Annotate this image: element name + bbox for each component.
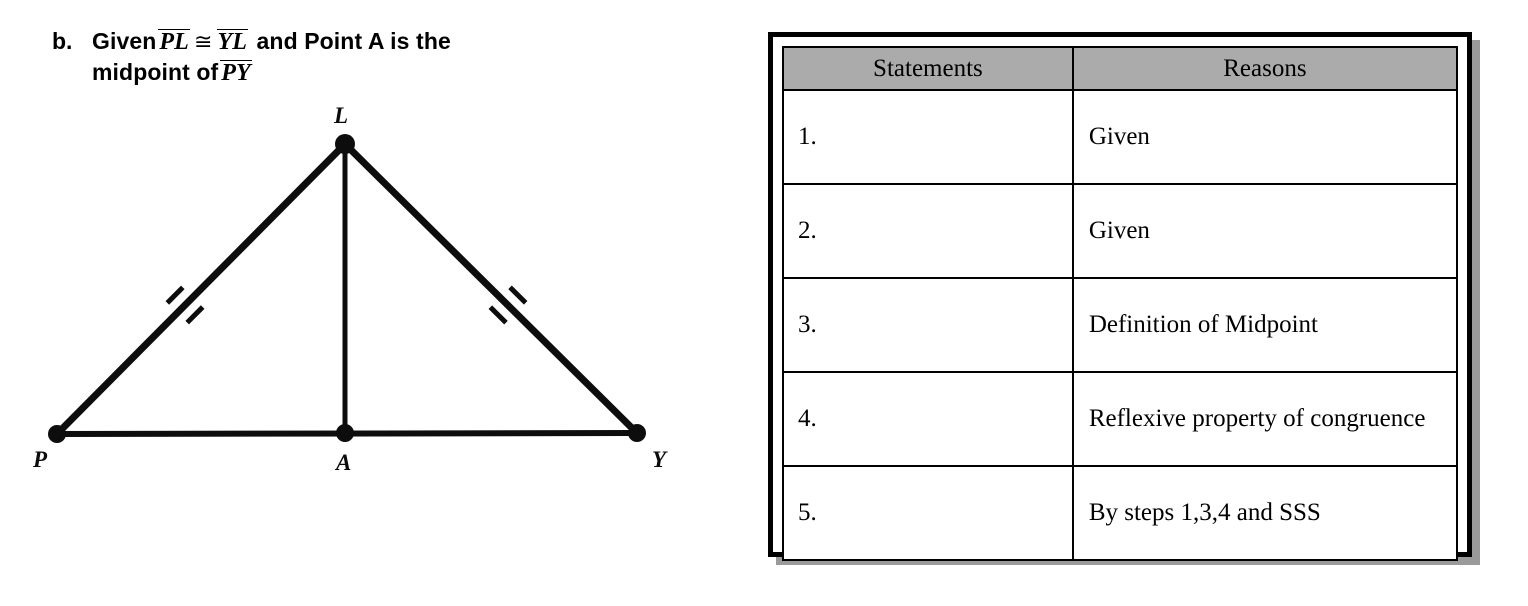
segment-LY [341, 140, 641, 437]
segment-label-py: PY [220, 60, 252, 86]
statement-cell-1[interactable]: 1. [782, 89, 1074, 185]
vertex-dot-L [335, 134, 355, 154]
vertex-label-A: A [334, 450, 351, 475]
statement-cell-2[interactable]: 2. [782, 183, 1074, 279]
proof-table: Statements Reasons 1. Given 2. Given 3. … [782, 46, 1459, 561]
header-reasons: Reasons [1071, 46, 1459, 91]
reason-cell-2[interactable]: Given [1071, 183, 1459, 279]
proof-table-frame: Statements Reasons 1. Given 2. Given 3. … [768, 32, 1472, 561]
vertex-label-P: P [32, 447, 48, 472]
table-row: 3. Definition of Midpoint [782, 277, 1459, 373]
reason-cell-4[interactable]: Reflexive property of congruence [1071, 371, 1459, 467]
problem-letter: b. [52, 28, 73, 54]
given-word: Given [92, 28, 157, 54]
header-statements: Statements [782, 46, 1074, 91]
table-row: 5. By steps 1,3,4 and SSS [782, 465, 1459, 561]
vertex-dot-Y [628, 424, 646, 442]
reason-cell-3[interactable]: Definition of Midpoint [1071, 277, 1459, 373]
problem-second-line-text: midpoint of [92, 59, 219, 85]
table-row: 2. Given [782, 183, 1459, 279]
segment-label-pl: PL [158, 29, 190, 55]
congruence-symbol: ≅ [193, 29, 213, 54]
reason-cell-5[interactable]: By steps 1,3,4 and SSS [1071, 465, 1459, 561]
table-header-row: Statements Reasons [782, 46, 1459, 91]
reason-cell-1[interactable]: Given [1071, 89, 1459, 185]
vertex-dot-A [336, 424, 354, 442]
table-row: 4. Reflexive property of congruence [782, 371, 1459, 467]
statement-cell-3[interactable]: 3. [782, 277, 1074, 373]
statement-cell-5[interactable]: 5. [782, 465, 1074, 561]
proof-table-body: 1. Given 2. Given 3. Definition of Midpo… [782, 89, 1459, 561]
table-row: 1. Given [782, 89, 1459, 185]
vertex-label-L: L [333, 103, 348, 128]
segment-PL [53, 140, 349, 438]
vertex-dot-P [48, 425, 66, 443]
statement-cell-4[interactable]: 4. [782, 371, 1074, 467]
triangle-diagram-svg: P L Y A [32, 103, 668, 475]
triangle-figure: P L Y A [0, 95, 720, 495]
vertex-label-Y: Y [652, 447, 668, 472]
tick-marks-PL [165, 285, 205, 325]
tick-marks-LY [488, 285, 528, 325]
segment-label-yl: YL [216, 29, 249, 55]
problem-middle-text: and Point A is the [256, 28, 451, 54]
